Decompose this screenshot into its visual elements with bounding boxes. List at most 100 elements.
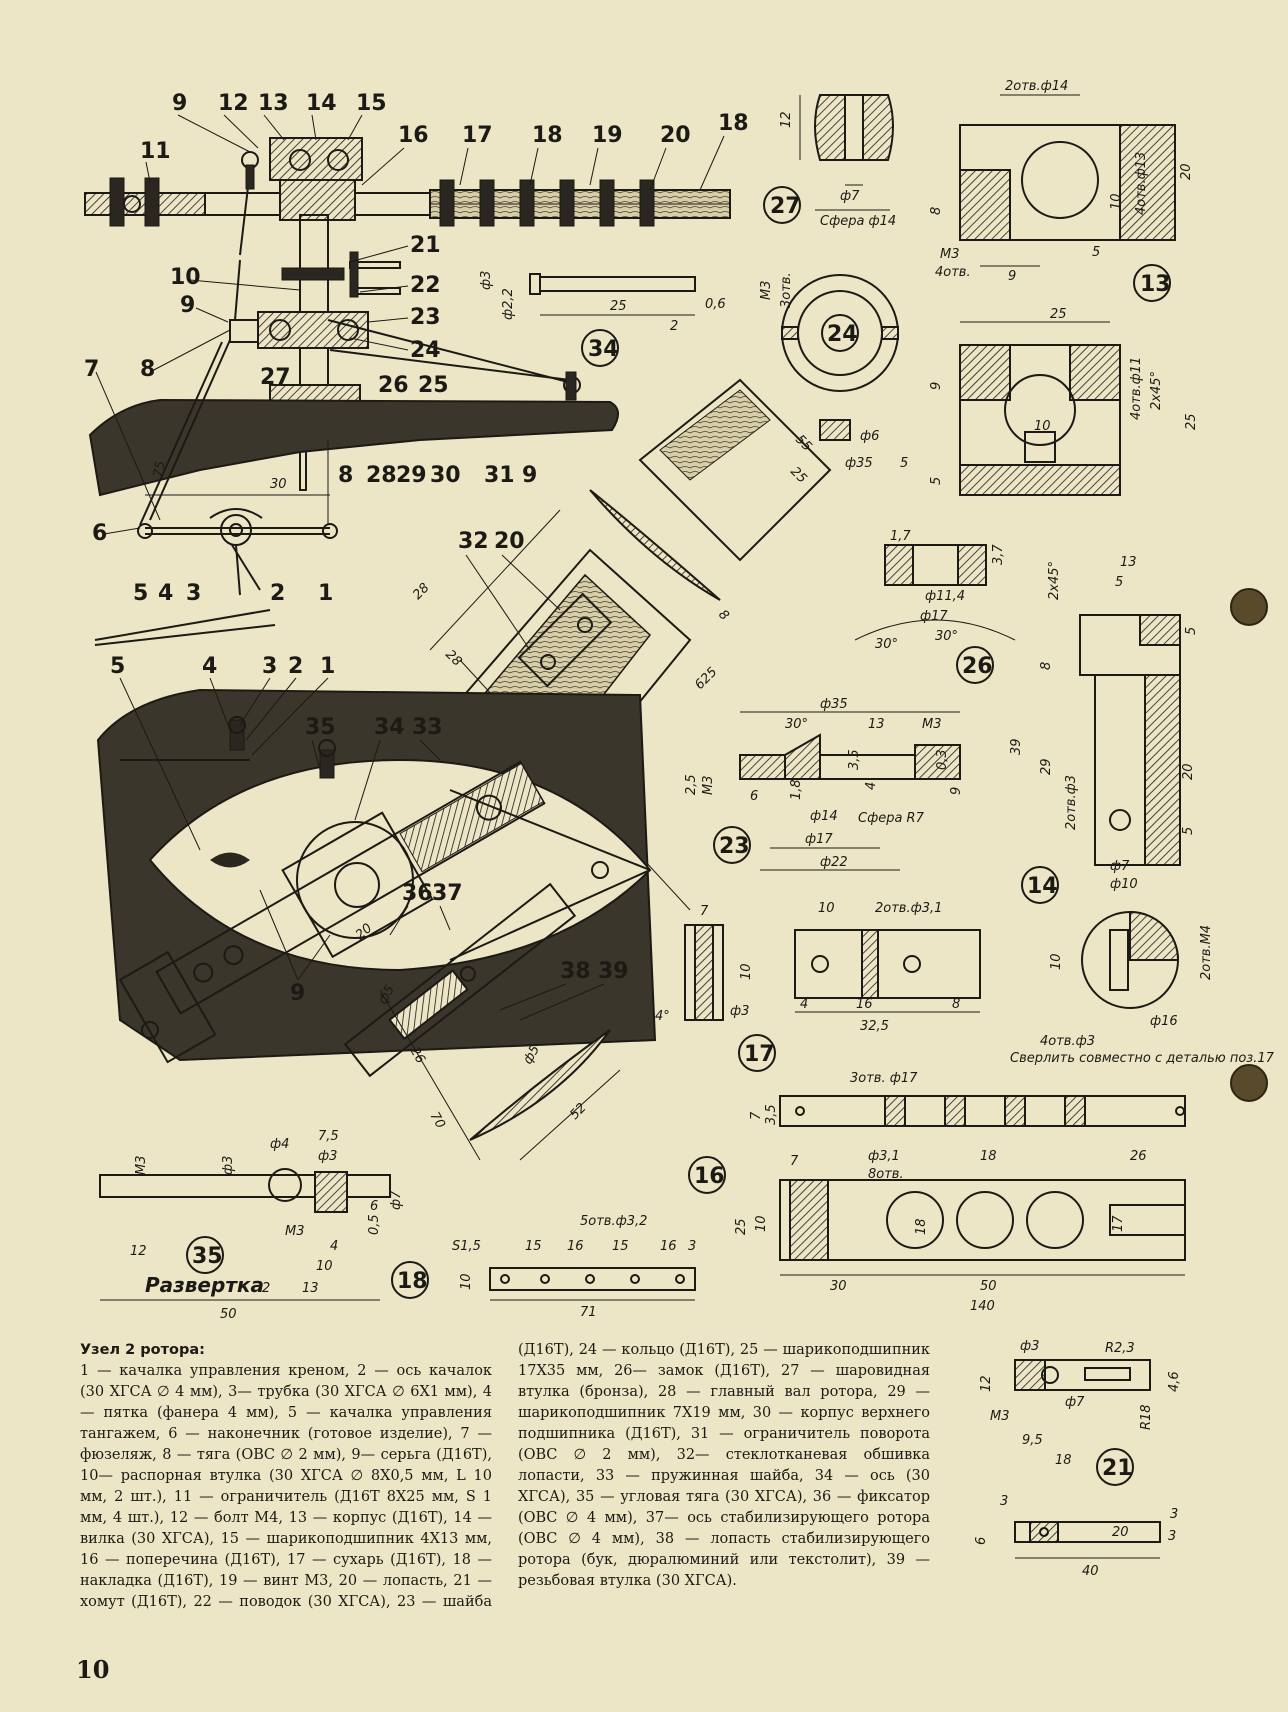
svg-text:ф7: ф7 (1110, 859, 1130, 874)
svg-text:50: 50 (220, 1307, 237, 1322)
svg-text:6: 6 (974, 1537, 989, 1545)
svg-text:7,5: 7,5 (318, 1129, 339, 1144)
svg-text:2: 2 (270, 581, 285, 606)
svg-text:10: 10 (1034, 419, 1051, 434)
svg-text:10: 10 (1109, 193, 1124, 210)
svg-text:25: 25 (734, 1218, 749, 1235)
svg-text:8: 8 (338, 463, 353, 488)
svg-text:35: 35 (305, 715, 336, 740)
svg-text:S1,5: S1,5 (452, 1239, 481, 1254)
svg-text:7: 7 (790, 1154, 799, 1169)
svg-text:3отв. ф17: 3отв. ф17 (850, 1071, 918, 1086)
svg-text:2отв.ф3,1: 2отв.ф3,1 (875, 901, 942, 916)
svg-text:140: 140 (970, 1299, 995, 1314)
detail-14: 13 5 2х45° 5 8 39 29 2отв.ф3 20 5 ф7 ф10… (1009, 555, 1214, 1029)
svg-text:2отв.ф14: 2отв.ф14 (1005, 79, 1068, 94)
svg-text:18: 18 (397, 1269, 428, 1294)
svg-text:2: 2 (670, 319, 678, 334)
svg-text:3: 3 (262, 654, 277, 679)
blade-root (429, 189, 731, 219)
detail-24: 24 М3 3отв. ф6 ф35 5 (759, 272, 908, 471)
svg-text:3: 3 (1170, 1507, 1178, 1522)
svg-text:10: 10 (754, 1215, 769, 1232)
svg-text:3: 3 (1000, 1494, 1008, 1509)
svg-text:9: 9 (949, 787, 964, 795)
svg-text:13: 13 (302, 1281, 319, 1296)
svg-text:5: 5 (900, 456, 908, 471)
svg-text:15: 15 (356, 91, 387, 116)
svg-text:24: 24 (827, 322, 858, 347)
svg-text:13: 13 (1120, 555, 1137, 570)
svg-text:5отв.ф3,2: 5отв.ф3,2 (580, 1214, 647, 1229)
detail-17: 7 10 4° ф3 17 10 2отв.ф3,1 4 16 8 32,5 (655, 901, 981, 1072)
svg-text:0,5: 0,5 (367, 1214, 382, 1235)
svg-text:3: 3 (1168, 1529, 1176, 1544)
svg-text:6: 6 (750, 789, 758, 804)
svg-text:ф22: ф22 (820, 855, 848, 870)
svg-text:ф3: ф3 (221, 1156, 236, 1175)
svg-text:52: 52 (567, 1101, 589, 1123)
svg-text:31: 31 (484, 463, 515, 488)
svg-text:ф4: ф4 (270, 1137, 289, 1152)
svg-text:3: 3 (186, 581, 201, 606)
svg-text:10: 10 (459, 1273, 474, 1290)
svg-text:1,7: 1,7 (890, 529, 911, 544)
svg-text:ф17: ф17 (805, 832, 833, 847)
svg-text:38: 38 (560, 959, 591, 984)
svg-text:4°: 4° (655, 1009, 670, 1024)
svg-text:40: 40 (1082, 1564, 1099, 1579)
svg-text:6: 6 (92, 521, 107, 546)
svg-text:9,5: 9,5 (1022, 1433, 1043, 1448)
svg-text:ф3,1: ф3,1 (868, 1149, 900, 1164)
svg-text:12: 12 (218, 91, 249, 116)
svg-text:2: 2 (288, 654, 303, 679)
svg-text:5: 5 (133, 581, 148, 606)
svg-text:5: 5 (110, 654, 125, 679)
svg-text:4: 4 (330, 1239, 338, 1254)
svg-text:9: 9 (290, 981, 305, 1006)
legend-title: Узел 2 ротора: (80, 1342, 205, 1358)
svg-text:8: 8 (715, 607, 731, 623)
svg-text:М3: М3 (759, 281, 774, 301)
svg-text:26: 26 (407, 1045, 428, 1067)
svg-text:33: 33 (412, 715, 443, 740)
svg-text:15: 15 (525, 1239, 542, 1254)
svg-text:1: 1 (320, 654, 335, 679)
svg-text:2отв.М4: 2отв.М4 (1199, 925, 1214, 980)
svg-text:10: 10 (170, 265, 201, 290)
svg-text:25: 25 (787, 464, 809, 486)
svg-text:ф7: ф7 (1065, 1395, 1085, 1410)
svg-text:3отв.: 3отв. (779, 272, 794, 308)
svg-text:34: 34 (374, 715, 405, 740)
svg-text:32: 32 (458, 529, 489, 554)
svg-text:29: 29 (1039, 758, 1054, 775)
svg-text:32,5: 32,5 (860, 1019, 889, 1034)
svg-text:М3: М3 (940, 247, 960, 262)
svg-text:ф2,2: ф2,2 (501, 288, 516, 320)
svg-text:30: 30 (430, 463, 461, 488)
svg-text:29: 29 (396, 463, 427, 488)
svg-text:ф3: ф3 (1020, 1339, 1039, 1354)
svg-text:27: 27 (770, 194, 801, 219)
svg-text:9: 9 (522, 463, 537, 488)
svg-text:16: 16 (856, 997, 873, 1012)
svg-text:18: 18 (532, 123, 563, 148)
svg-text:13: 13 (1140, 272, 1171, 297)
svg-text:8: 8 (929, 207, 944, 215)
svg-text:13: 13 (258, 91, 289, 116)
svg-text:16: 16 (694, 1164, 725, 1189)
svg-text:8: 8 (952, 997, 960, 1012)
svg-text:20: 20 (660, 123, 691, 148)
svg-text:7: 7 (84, 357, 99, 382)
svg-text:5: 5 (1092, 245, 1100, 260)
svg-text:20: 20 (1112, 1525, 1129, 1540)
svg-text:12: 12 (979, 1375, 994, 1392)
svg-text:20: 20 (1179, 163, 1194, 180)
svg-text:21: 21 (1102, 1456, 1133, 1481)
svg-text:4: 4 (202, 654, 217, 679)
svg-text:17: 17 (744, 1042, 775, 1067)
svg-text:8: 8 (1039, 662, 1054, 670)
page-number: 10 (76, 1655, 110, 1684)
svg-text:7: 7 (749, 1111, 764, 1120)
